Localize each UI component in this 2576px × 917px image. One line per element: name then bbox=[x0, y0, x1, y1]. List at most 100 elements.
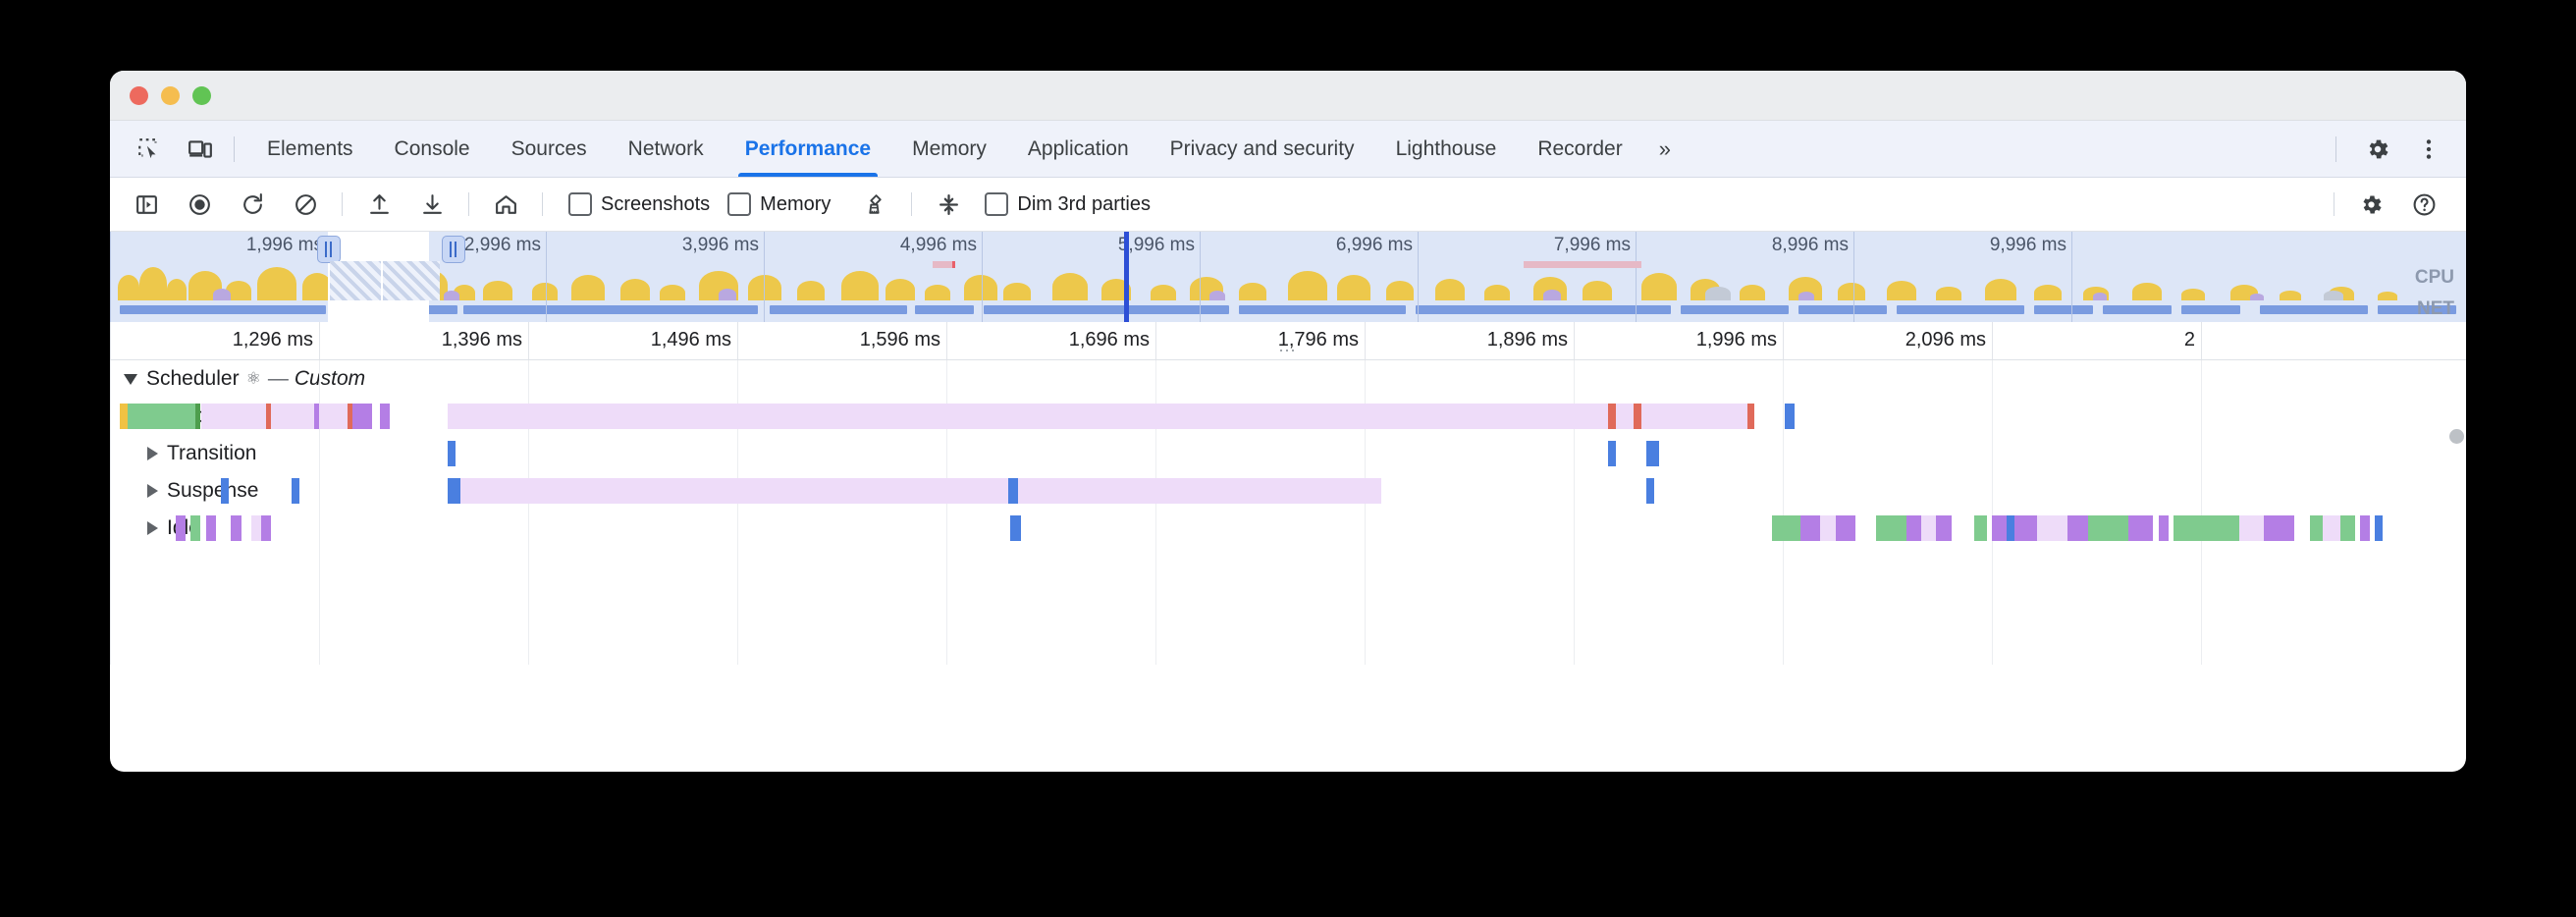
flame-bar[interactable] bbox=[1936, 515, 1952, 541]
flame-bar[interactable] bbox=[2127, 515, 2154, 541]
minimize-window-button[interactable] bbox=[161, 86, 180, 105]
memory-checkbox[interactable] bbox=[727, 192, 752, 216]
flame-bar[interactable] bbox=[2087, 515, 2128, 541]
flame-bar[interactable] bbox=[195, 404, 201, 429]
flame-bar[interactable] bbox=[205, 515, 216, 541]
flame-bar[interactable] bbox=[347, 404, 352, 429]
flame-bar[interactable] bbox=[231, 515, 242, 541]
flame-bar[interactable] bbox=[1608, 404, 1617, 429]
flame-bar[interactable] bbox=[1991, 515, 2008, 541]
flame-bar[interactable] bbox=[448, 478, 461, 504]
flame-bar[interactable] bbox=[1820, 515, 1836, 541]
clear-icon[interactable] bbox=[285, 184, 326, 225]
flame-bar[interactable] bbox=[1645, 478, 1654, 504]
close-window-button[interactable] bbox=[130, 86, 148, 105]
screenshots-checkbox-item[interactable]: Screenshots bbox=[568, 192, 710, 216]
flame-bar[interactable] bbox=[2322, 515, 2340, 541]
flame-bar[interactable] bbox=[127, 404, 196, 429]
more-options-kebab-icon[interactable] bbox=[2407, 128, 2450, 171]
flame-bar[interactable] bbox=[1645, 441, 1659, 466]
flame-bar[interactable] bbox=[1010, 515, 1021, 541]
flame-bar[interactable] bbox=[200, 404, 267, 429]
flame-bar[interactable] bbox=[314, 404, 320, 429]
flame-bar[interactable] bbox=[2158, 515, 2169, 541]
help-question-icon[interactable] bbox=[2403, 184, 2444, 225]
dim-3rd-parties-checkbox-item[interactable]: Dim 3rd parties bbox=[985, 192, 1151, 216]
flame-bar[interactable] bbox=[292, 478, 299, 504]
reload-and-record-icon[interactable] bbox=[232, 184, 273, 225]
flame-bar[interactable] bbox=[2375, 515, 2384, 541]
idle-expand-triangle[interactable] bbox=[147, 521, 158, 535]
tab-sources[interactable]: Sources bbox=[510, 136, 587, 160]
settings-gear-icon[interactable] bbox=[2356, 128, 2399, 171]
dim-3rd-parties-checkbox[interactable] bbox=[985, 192, 1009, 216]
flame-bar[interactable] bbox=[1608, 441, 1617, 466]
flame-bar[interactable] bbox=[1973, 515, 1987, 541]
tab-lighthouse[interactable]: Lighthouse bbox=[1395, 136, 1497, 160]
home-icon[interactable] bbox=[485, 184, 526, 225]
flame-bar[interactable] bbox=[221, 478, 229, 504]
inspect-element-icon[interactable] bbox=[128, 128, 171, 171]
flame-bar[interactable] bbox=[2264, 515, 2295, 541]
transition-expand-triangle[interactable] bbox=[147, 447, 158, 460]
flame-bar[interactable] bbox=[1799, 515, 1821, 541]
flame-bar[interactable] bbox=[2067, 515, 2088, 541]
flame-bar[interactable] bbox=[175, 515, 187, 541]
more-tabs-button[interactable]: » bbox=[1658, 135, 1671, 161]
track-row-suspense[interactable]: Suspense bbox=[147, 472, 258, 510]
flame-bar[interactable] bbox=[1018, 478, 1382, 504]
capture-settings-gear-icon[interactable] bbox=[2350, 184, 2391, 225]
overview-window-left-handle[interactable] bbox=[317, 236, 341, 263]
suspense-expand-triangle[interactable] bbox=[147, 484, 158, 498]
flame-bar[interactable] bbox=[2238, 515, 2265, 541]
flame-bar[interactable] bbox=[1905, 515, 1921, 541]
flame-bar[interactable] bbox=[1746, 404, 1755, 429]
tab-network[interactable]: Network bbox=[627, 136, 704, 160]
tab-privacy-and-security[interactable]: Privacy and security bbox=[1169, 136, 1355, 160]
record-icon[interactable] bbox=[179, 184, 220, 225]
collect-garbage-brush-icon[interactable] bbox=[854, 184, 895, 225]
flame-bar[interactable] bbox=[2173, 515, 2239, 541]
memory-checkbox-item[interactable]: Memory bbox=[727, 192, 831, 216]
timeline-overview[interactable]: 996 ms1,996 ms2,996 ms3,996 ms4,996 ms5,… bbox=[110, 232, 2466, 322]
screenshots-checkbox[interactable] bbox=[568, 192, 592, 216]
flame-bar[interactable] bbox=[2339, 515, 2355, 541]
tab-elements[interactable]: Elements bbox=[267, 136, 353, 160]
flame-bar[interactable] bbox=[1772, 515, 1800, 541]
flame-bar[interactable] bbox=[271, 404, 315, 429]
vertical-collapse-icon[interactable] bbox=[928, 184, 969, 225]
scheduler-expand-triangle[interactable] bbox=[124, 373, 137, 385]
flame-bar[interactable] bbox=[460, 478, 1008, 504]
tab-console[interactable]: Console bbox=[394, 136, 470, 160]
flame-bar[interactable] bbox=[2014, 515, 2038, 541]
flame-chart[interactable]: Scheduler ⚛ — Custom Blocking Transition… bbox=[110, 360, 2466, 665]
flame-bar[interactable] bbox=[261, 515, 272, 541]
flame-bar[interactable] bbox=[2037, 515, 2067, 541]
tab-application[interactable]: Application bbox=[1027, 136, 1129, 160]
detail-time-ruler[interactable]: ⋯ 1,196 ms1,296 ms1,396 ms1,496 ms1,596 … bbox=[110, 322, 2466, 360]
upload-profile-icon[interactable] bbox=[358, 184, 400, 225]
tab-recorder[interactable]: Recorder bbox=[1537, 136, 1623, 160]
flame-bar[interactable] bbox=[190, 515, 201, 541]
tab-performance[interactable]: Performance bbox=[724, 121, 891, 177]
flame-bar[interactable] bbox=[266, 404, 272, 429]
tab-memory[interactable]: Memory bbox=[912, 136, 987, 160]
device-toolbar-icon[interactable] bbox=[179, 128, 222, 171]
flame-bar[interactable] bbox=[448, 441, 456, 466]
flame-bar[interactable] bbox=[1835, 515, 1856, 541]
flame-bar[interactable] bbox=[319, 404, 348, 429]
flame-bar[interactable] bbox=[1875, 515, 1906, 541]
download-profile-icon[interactable] bbox=[411, 184, 453, 225]
track-row-transition[interactable]: Transition bbox=[147, 435, 256, 472]
flame-bar[interactable] bbox=[448, 404, 1747, 429]
flame-bar[interactable] bbox=[2360, 515, 2371, 541]
flame-bar[interactable] bbox=[2007, 515, 2015, 541]
flame-bar[interactable] bbox=[2309, 515, 2323, 541]
timeline-scroll-thumb[interactable] bbox=[2449, 429, 2464, 444]
flame-bar[interactable] bbox=[120, 404, 128, 429]
resize-handle-dots[interactable]: ⋯ bbox=[1278, 341, 1298, 360]
flame-bar[interactable] bbox=[1785, 404, 1796, 429]
flame-bar[interactable] bbox=[250, 515, 262, 541]
flame-bar[interactable] bbox=[1634, 404, 1641, 429]
flame-bar[interactable] bbox=[379, 404, 391, 429]
